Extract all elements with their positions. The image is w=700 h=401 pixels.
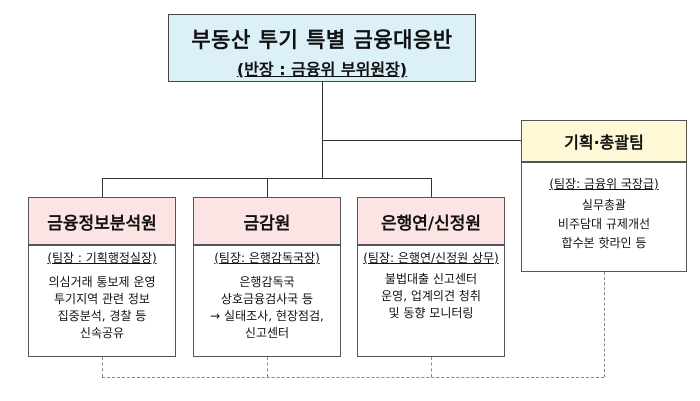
planning-team-line: 합수본 핫라인 등 [561, 236, 647, 250]
team-kfb-lead: (팀장: 은행연/신정원 상무) [363, 251, 499, 265]
team-fiu-line: 집중분석, 경찰 등 [57, 309, 147, 323]
planning-team-name: 기획·총괄팀 [564, 133, 644, 152]
head-unit-subtitle: (반장 : 금융위 부위원장) [236, 60, 408, 79]
team-fiu-header: 금융정보분석원 [28, 197, 176, 245]
team-kfb-line: 불법대출 신고센터 [384, 272, 478, 286]
planning-team-lead: (팀장: 금융위 국장급) [549, 177, 659, 191]
dashed-link-planning [604, 272, 605, 377]
planning-team-line: 비주담대 규제개선 [557, 217, 651, 231]
team-kfb-body: (팀장: 은행연/신정원 상무) 불법대출 신고센터 운영, 업계의견 청취 및… [357, 245, 505, 357]
connector-team1-drop [102, 178, 103, 197]
connector-teams-bus [102, 178, 431, 179]
dashed-link-team2 [267, 357, 268, 377]
team-kfb-header: 은행연/신정원 [357, 197, 505, 245]
team-kfb-name: 은행연/신정원 [380, 213, 482, 234]
team-fss-line: 은행감독국 [239, 275, 295, 289]
dashed-link-team1 [102, 357, 103, 377]
team-fiu-body: (팀장 : 기획행정실장) 의심거래 통보제 운영 투기지역 관련 정보 집중분… [28, 245, 176, 357]
team-fiu-line: 투기지역 관련 정보 [54, 292, 150, 306]
planning-team-header: 기획·총괄팀 [521, 120, 687, 162]
connector-team2-drop [267, 178, 268, 197]
team-fss-lead: (팀장: 은행감독국장) [214, 251, 320, 265]
head-unit-title: 부동산 투기 특별 금융대응반 [191, 28, 453, 52]
dashed-link-bus [102, 377, 604, 378]
planning-team-line: 실무총괄 [581, 198, 627, 212]
dashed-link-team3 [431, 357, 432, 377]
connector-planning-branch [322, 140, 521, 141]
planning-team-body: (팀장: 금융위 국장급) 실무총괄 비주담대 규제개선 합수본 핫라인 등 [521, 162, 687, 272]
head-unit-box: 부동산 투기 특별 금융대응반 (반장 : 금융위 부위원장) [168, 14, 476, 82]
team-kfb-line: 및 동향 모니터링 [388, 306, 474, 320]
team-fss-line: 신고센터 [244, 326, 290, 340]
team-fss-header: 금감원 [193, 197, 341, 245]
team-fiu-lead: (팀장 : 기획행정실장) [47, 251, 157, 265]
team-fss-line: 상호금융검사국 등 [220, 292, 314, 306]
connector-top-trunk [322, 82, 323, 178]
team-fss-line: → 실태조사, 현장점검, [210, 309, 324, 323]
team-kfb-line: 운영, 업계의견 청취 [381, 289, 481, 303]
team-fiu-line: 신속공유 [79, 326, 125, 340]
team-fss-body: (팀장: 은행감독국장) 은행감독국 상호금융검사국 등 → 실태조사, 현장점… [193, 245, 341, 357]
team-fiu-line: 의심거래 통보제 운영 [48, 275, 156, 289]
team-fss-name: 금감원 [243, 213, 291, 234]
team-fiu-name: 금융정보분석원 [47, 213, 157, 234]
connector-team3-drop [431, 178, 432, 197]
